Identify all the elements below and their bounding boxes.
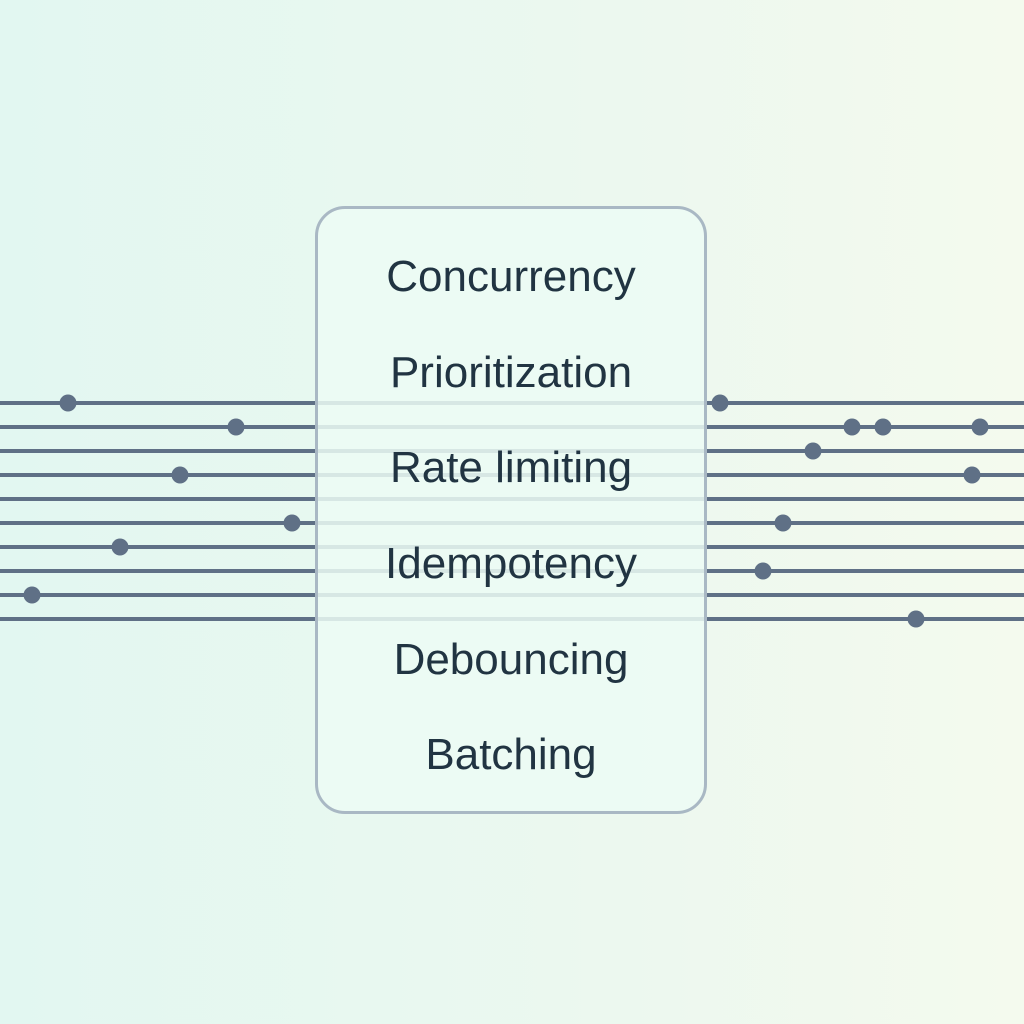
technique-label-rate-limiting: Rate limiting	[389, 443, 633, 493]
technique-card: Concurrency Prioritization Rate limiting…	[315, 206, 707, 814]
technique-row: Rate limiting	[318, 420, 704, 516]
technique-label-debouncing: Debouncing	[393, 634, 629, 684]
technique-label-prioritization: Prioritization	[389, 347, 633, 397]
technique-label-batching: Batching	[425, 730, 597, 780]
technique-row: Batching	[318, 707, 704, 803]
technique-row: Idempotency	[318, 516, 704, 612]
technique-label-concurrency: Concurrency	[386, 251, 636, 301]
technique-row: Concurrency	[318, 229, 704, 325]
technique-label-idempotency: Idempotency	[385, 538, 637, 588]
technique-row: Prioritization	[318, 325, 704, 421]
technique-row: Debouncing	[318, 612, 704, 708]
